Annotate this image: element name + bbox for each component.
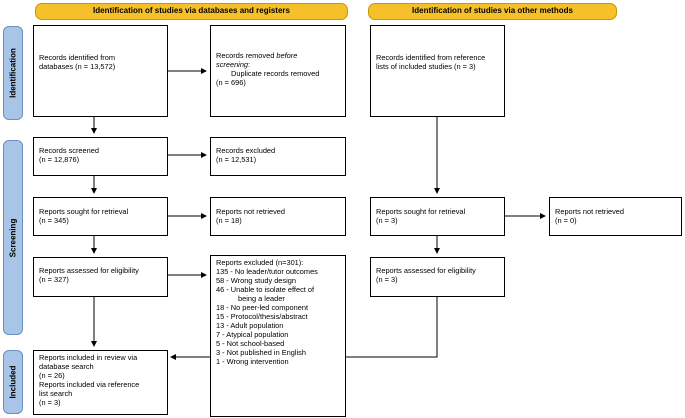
exclusion-reason: 3 - Not published in English — [216, 348, 306, 357]
box-line: Records removed before — [216, 51, 340, 60]
removed-emphasis: screening — [216, 60, 249, 69]
phase-screening: Screening — [3, 140, 23, 335]
box-line: list search — [39, 389, 73, 398]
records-screened: Records screened (n = 12,876) — [33, 137, 168, 176]
phase-identification: Identification — [3, 26, 23, 120]
reports-sought-other: Reports sought for retrieval (n = 3) — [370, 197, 505, 236]
box-line: Reports included in review via — [39, 353, 138, 362]
exclusion-reason: 13 - Adult population — [216, 321, 284, 330]
exclusion-reason: 18 - No peer-led component — [216, 303, 309, 312]
box-line: Reports included via reference — [39, 380, 140, 389]
box-line: Reports sought for retrieval — [39, 207, 129, 216]
box-line: (n = 18) — [216, 216, 242, 225]
removed-text: Records removed — [216, 51, 277, 60]
exclusion-reason: 135 - No leader/tutor outcomes — [216, 267, 318, 276]
box-line: screening: — [216, 60, 340, 69]
box-line: Records excluded — [216, 146, 276, 155]
records-identified-reference-lists: Records identified from reference lists … — [370, 25, 505, 117]
box-line: database search — [39, 362, 94, 371]
box-line: Reports assessed for eligibility — [39, 266, 139, 275]
box-line: (n = 345) — [39, 216, 69, 225]
exclusion-reason: 7 - Atypical population — [216, 330, 289, 339]
reports-assessed-other: Reports assessed for eligibility (n = 3) — [370, 257, 505, 297]
removed-emphasis: before — [276, 51, 298, 60]
box-line: Reports not retrieved — [216, 207, 286, 216]
exclusion-reason: 5 - Not school-based — [216, 339, 285, 348]
box-line: (n = 327) — [39, 275, 69, 284]
phase-included: Included — [3, 350, 23, 414]
box-line: (n = 3) — [376, 216, 398, 225]
box-line: Duplicate records removed — [231, 69, 320, 78]
exclusion-reason-continued: being a leader — [238, 294, 285, 303]
exclusion-reason: 15 - Protocol/thesis/abstract — [216, 312, 308, 321]
box-line: (n = 3) — [376, 275, 398, 284]
exclusion-reason: 58 - Wrong study design — [216, 276, 296, 285]
box-line: Records identified from reference — [376, 53, 486, 62]
reports-assessed-databases: Reports assessed for eligibility (n = 32… — [33, 257, 168, 297]
reports-not-retrieved-databases: Reports not retrieved (n = 18) — [210, 197, 346, 236]
reports-excluded-list: Reports excluded (n=301): 135 - No leade… — [210, 255, 346, 417]
removed-text: : — [248, 60, 251, 69]
box-line: lists of included studies (n = 3) — [376, 62, 476, 71]
records-removed-before-screening: Records removed before screening: Duplic… — [210, 25, 346, 117]
box-line: (n = 26) — [39, 371, 65, 380]
box-line: Records identified from — [39, 53, 115, 62]
reports-not-retrieved-other: Reports not retrieved (n = 0) — [549, 197, 682, 236]
box-line: (n = 12,531) — [216, 155, 257, 164]
box-line: Reports assessed for eligibility — [376, 266, 476, 275]
box-line: (n = 12,876) — [39, 155, 80, 164]
other-methods-header: Identification of studies via other meth… — [368, 3, 617, 20]
exclusion-reason: 46 - Unable to isolate effect of — [216, 285, 315, 294]
records-excluded: Records excluded (n = 12,531) — [210, 137, 346, 176]
box-line: (n = 3) — [39, 398, 61, 407]
box-line: (n = 0) — [555, 216, 577, 225]
box-line: Records screened — [39, 146, 99, 155]
box-line: Reports not retrieved — [555, 207, 625, 216]
databases-header: Identification of studies via databases … — [35, 3, 348, 20]
exclusion-reason: 1 - Wrong intervention — [216, 357, 289, 366]
exclusion-title: Reports excluded (n=301): — [216, 258, 304, 267]
reports-sought-databases: Reports sought for retrieval (n = 345) — [33, 197, 168, 236]
box-line: databases (n = 13,572) — [39, 62, 116, 71]
records-identified-databases: Records identified from databases (n = 1… — [33, 25, 168, 117]
box-line: Reports sought for retrieval — [376, 207, 466, 216]
box-line: (n = 696) — [216, 78, 246, 87]
reports-included: Reports included in review via database … — [33, 350, 168, 415]
